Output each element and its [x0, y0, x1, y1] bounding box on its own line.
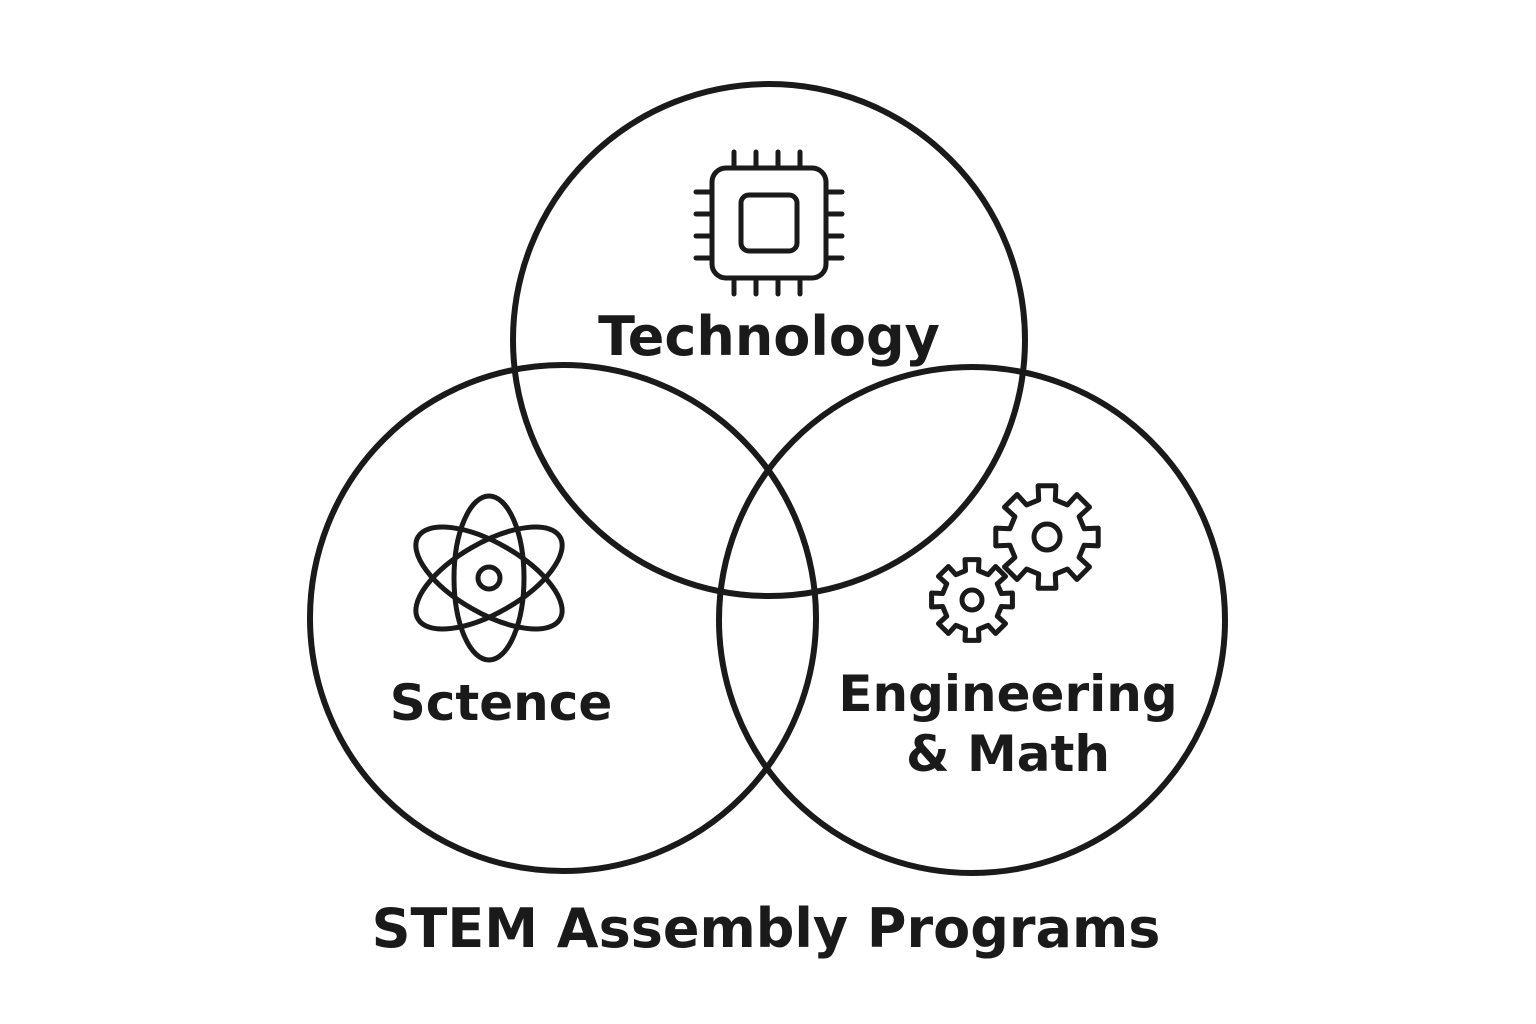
science-circle — [307, 362, 819, 874]
microchip-icon — [693, 149, 845, 297]
gears-icon — [929, 483, 1101, 643]
math-label: & Math — [906, 725, 1110, 783]
atom-icon — [413, 493, 565, 663]
diagram-title: STEM Assembly Programs — [372, 897, 1161, 960]
technology-circle — [510, 81, 1028, 599]
technology-label: Technology — [598, 305, 940, 368]
engineering-label: Engineering — [838, 665, 1177, 723]
engineering-math-circle — [716, 364, 1228, 876]
science-label: Sctence — [390, 674, 613, 732]
